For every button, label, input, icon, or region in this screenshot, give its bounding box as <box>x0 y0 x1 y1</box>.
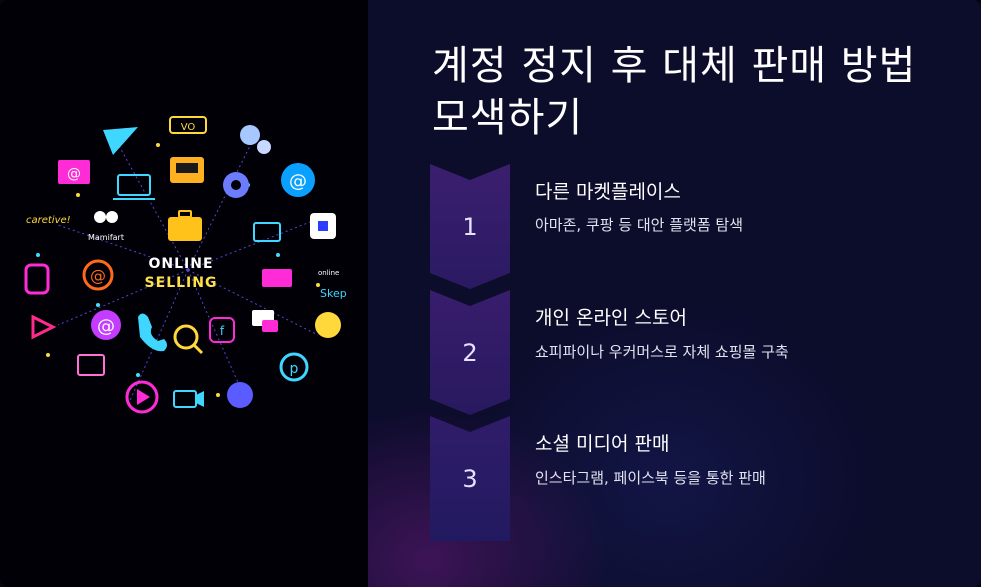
step-2-description: 쇼피파이나 우커머스로 자체 쇼핑몰 구축 <box>535 343 789 361</box>
content-panel <box>368 0 981 587</box>
svg-text:ONLINE: ONLINE <box>148 256 213 272</box>
svg-text:VO: VO <box>181 122 196 133</box>
svg-text:f: f <box>220 324 225 338</box>
step-number: 1 <box>462 213 478 241</box>
svg-text:Skep: Skep <box>320 287 347 300</box>
briefcase-icon <box>168 217 202 241</box>
svg-text:Mamifart: Mamifart <box>88 233 124 242</box>
step-3-title: 소셜 미디어 판매 <box>535 433 670 455</box>
step-1-description: 아마존, 쿠팡 등 대안 플랫폼 탐색 <box>535 216 744 234</box>
step-2-title: 개인 온라인 스토어 <box>535 307 687 329</box>
page-title: 계정 정지 후 대체 판매 방법 모색하기 <box>432 43 917 141</box>
cart-icon <box>253 222 281 242</box>
svg-text:@: @ <box>67 166 81 182</box>
svg-text:p: p <box>290 361 299 377</box>
svg-text:@: @ <box>90 266 106 285</box>
smartwatch-icon <box>24 263 50 295</box>
paper-plane-icon <box>103 127 138 155</box>
svg-text:caretive!: caretive! <box>26 215 71 226</box>
svg-text:@: @ <box>97 316 115 337</box>
step-3-chevron: 3 <box>430 416 510 541</box>
step-2-chevron: 2 <box>430 290 510 415</box>
illustration-panel <box>0 0 368 587</box>
magnifier-icon <box>173 324 199 350</box>
step-number: 2 <box>462 339 478 367</box>
monitor-at-icon <box>58 160 90 184</box>
step-1-chevron: 1 <box>430 164 510 289</box>
play-icon <box>125 380 159 414</box>
step-3-description: 인스타그램, 페이스북 등을 통한 판매 <box>535 469 766 487</box>
online-selling-illustration: VO @ @ caretive! Mamifart ONLINE SELLING <box>24 116 347 414</box>
svg-text:@: @ <box>289 171 307 192</box>
step-number: 3 <box>462 465 478 493</box>
svg-text:online: online <box>318 269 339 277</box>
step-1-title: 다른 마켓플레이스 <box>535 181 681 203</box>
svg-text:SELLING: SELLING <box>145 275 218 291</box>
